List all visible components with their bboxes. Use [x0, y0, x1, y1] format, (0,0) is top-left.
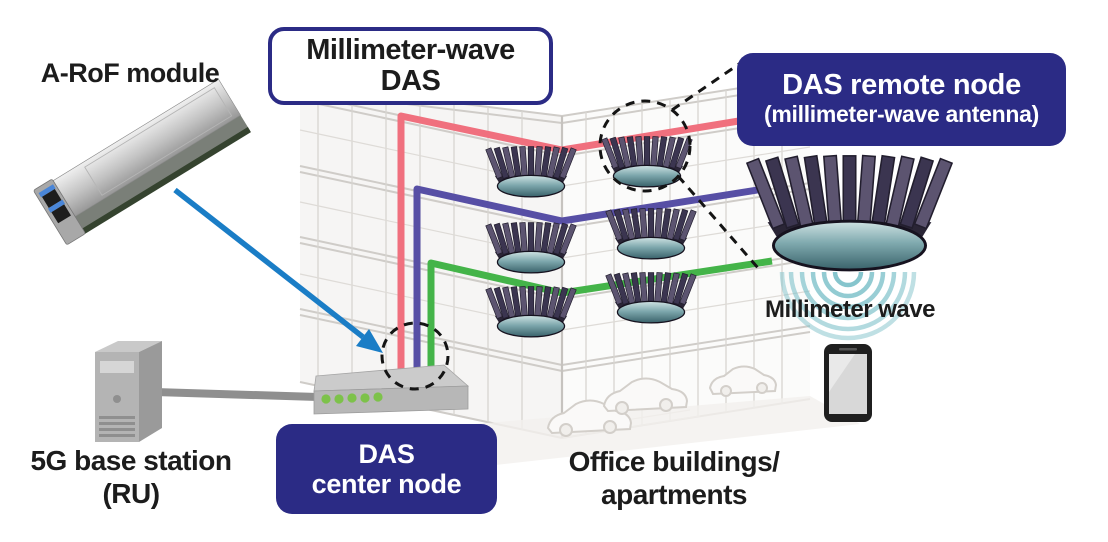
smartphone-icon: [824, 344, 872, 422]
dashed-callout-line-to-closeup: [676, 175, 760, 269]
radio-wave-arcs-icon: [779, 271, 917, 341]
dashed-callout-line-to-label: [671, 60, 743, 112]
office-buildings-line1: Office buildings/: [568, 446, 780, 477]
arrow-arof-to-center-node: [173, 187, 383, 353]
heatsink-antenna-icon: [485, 221, 577, 274]
sfp-transceiver-photo: [33, 78, 251, 245]
das-center-node-line1: DAS: [358, 438, 415, 469]
fiber-purple-middle-floor: [413, 184, 771, 374]
dashed-highlight-circle-remote-node: [598, 99, 692, 193]
arrow-head: [356, 329, 383, 353]
das-remote-node-label-box: DAS remote node (millimeter-wave antenna…: [737, 53, 1066, 146]
das-remote-node-line2: (millimeter-wave antenna): [764, 101, 1039, 128]
office-buildings-line2: apartments: [601, 479, 747, 511]
callout-marks: [380, 60, 760, 391]
baseband-cable: [154, 388, 319, 401]
heatsink-antenna-icon: [605, 207, 697, 260]
heatsink-antenna-icon: [605, 271, 697, 324]
diagram-title-box: Millimeter-wave DAS: [268, 27, 553, 105]
das-remote-node-line1: DAS remote node: [782, 69, 1021, 102]
dashed-highlight-circle-center-node: [380, 321, 450, 391]
das-center-node-line2: center node: [311, 469, 462, 499]
base-station-label: 5G base station (RU): [10, 444, 252, 510]
arrow-shaft: [173, 187, 365, 340]
office-buildings-label: Office buildings/ apartments: [543, 445, 805, 511]
millimeter-wave-label: Millimeter wave: [765, 296, 935, 323]
base-station-line2: (RU): [102, 478, 160, 510]
parked-cars-sketch: [546, 365, 778, 437]
status-led: [321, 392, 383, 404]
server-tower-icon: [95, 341, 162, 442]
diagram-title-line2: DAS: [380, 65, 441, 97]
arof-module-label: A-RoF module: [40, 58, 220, 88]
diagram-title-line1: Millimeter-wave: [306, 33, 515, 66]
das-center-node-label-box: DAS center node: [276, 424, 497, 514]
fiber-red-top-floor: [397, 112, 746, 374]
heatsink-antenna-closeup: [745, 154, 954, 272]
heatsink-antenna-icon: [485, 285, 577, 338]
heatsink-antenna-icon: [485, 145, 577, 198]
base-station-line1: 5G base station: [30, 445, 232, 476]
